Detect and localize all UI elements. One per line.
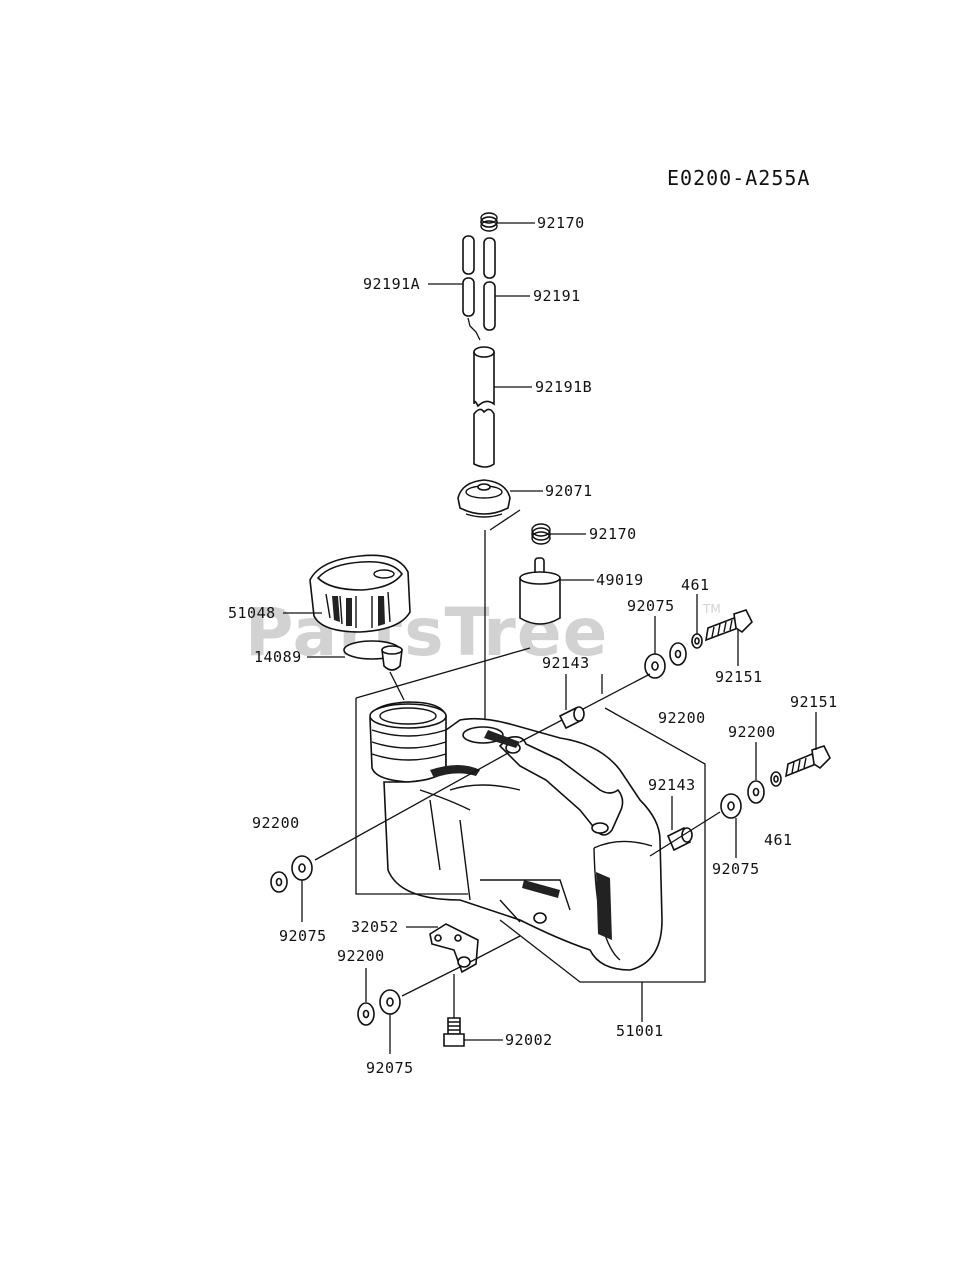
label-32052[interactable]: 32052 [351,918,399,936]
grommet-92071[interactable] [457,479,511,518]
label-51048[interactable]: 51048 [228,604,276,622]
bracket-top-left [355,647,531,699]
label-92075-top[interactable]: 92075 [627,597,675,615]
bracket-assembly-line [469,935,521,963]
label-92143-right[interactable]: 92143 [648,776,696,794]
fuel-tank-51001[interactable] [369,701,663,971]
fuel-tube-92191[interactable] [483,237,496,331]
label-461-top[interactable]: 461 [681,576,710,594]
bolt-92151-right[interactable] [784,745,831,778]
washer-92200-top[interactable] [669,642,687,666]
fuel-cap-51048[interactable] [309,554,411,633]
watermark-trademark: TM [702,602,721,616]
assembly-line-left [314,751,511,861]
label-92200-right[interactable]: 92200 [728,723,776,741]
label-92075-right[interactable]: 92075 [712,860,760,878]
label-92200-topright[interactable]: 92200 [658,709,706,727]
label-92191A[interactable]: 92191A [363,275,420,293]
label-92191[interactable]: 92191 [533,287,581,305]
lock-washer-461-right[interactable] [770,771,782,787]
bushing-92143-top[interactable] [558,706,585,730]
label-92151-right[interactable]: 92151 [790,693,838,711]
label-92075-left[interactable]: 92075 [279,927,327,945]
label-92002[interactable]: 92002 [505,1031,553,1049]
leader-92071-diag [489,509,521,531]
label-92075-bottom[interactable]: 92075 [366,1059,414,1077]
gasket-14089[interactable] [343,640,403,671]
washer-92075-left[interactable] [291,855,313,881]
bracket-32052[interactable] [429,923,479,974]
label-461-right[interactable]: 461 [764,831,793,849]
washer-92200-bottom[interactable] [357,1002,375,1026]
fuel-tube-92191A[interactable] [462,235,475,317]
label-92200-left[interactable]: 92200 [252,814,300,832]
washer-92075-bottom[interactable] [379,989,401,1015]
assembly-line-right [649,811,721,857]
bracket-left [355,698,468,895]
assembly-line-top-right [519,673,651,743]
bolt-92151-top[interactable] [704,609,753,642]
tube-connector-line [467,317,481,341]
label-14089[interactable]: 14089 [254,648,302,666]
diagram-code: E0200-A255A [667,166,810,190]
label-92191B[interactable]: 92191B [535,378,592,396]
label-92071[interactable]: 92071 [545,482,593,500]
washer-92075-right[interactable] [720,793,742,819]
label-51001[interactable]: 51001 [616,1022,664,1040]
label-49019[interactable]: 49019 [596,571,644,589]
label-92151-top[interactable]: 92151 [715,668,763,686]
label-92200-bottom[interactable]: 92200 [337,947,385,965]
screw-92002[interactable] [443,1017,465,1047]
fuel-filter-49019[interactable] [519,557,561,625]
label-92170-top[interactable]: 92170 [537,214,585,232]
bracket-right [499,707,706,983]
washer-92200-right[interactable] [747,780,765,804]
spring-clip-92170-top[interactable] [480,212,498,232]
label-92170-mid[interactable]: 92170 [589,525,637,543]
label-92143-top[interactable]: 92143 [542,654,590,672]
lock-washer-461-top[interactable] [691,633,703,649]
assembly-line-bottom [401,965,463,997]
fuel-hose-92191B[interactable] [473,346,495,468]
washer-92075-top[interactable] [644,653,666,679]
spring-clip-92170-mid[interactable] [531,523,551,545]
washer-92200-left[interactable] [270,871,288,893]
